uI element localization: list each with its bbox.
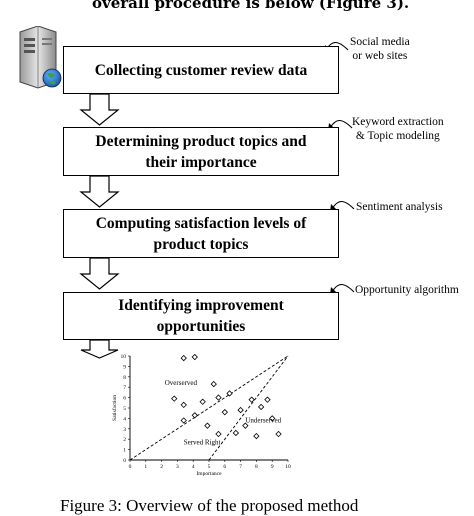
data-point [180, 354, 187, 362]
x-tick-label: 9 [271, 464, 274, 470]
y-tick-label: 8 [123, 375, 126, 381]
y-tick-label: 10 [121, 354, 127, 360]
y-axis-label: Satisfaction [111, 395, 118, 421]
x-tick-label: 0 [129, 464, 132, 470]
step-note: Social media or web sites [350, 36, 410, 62]
y-tick-label: 3 [123, 427, 126, 433]
flow-arrow [79, 93, 120, 126]
data-point [215, 394, 222, 401]
y-tick-label: 4 [123, 416, 126, 422]
boundary-line [129, 355, 289, 461]
y-tick-label: 7 [123, 385, 126, 391]
step-box-computing: Computing satisfaction levels of product… [63, 209, 339, 258]
data-point [191, 353, 198, 361]
region-label: Served Right [184, 438, 221, 446]
flow-arrow [79, 175, 120, 208]
data-point [221, 408, 228, 416]
data-point [253, 432, 260, 440]
data-point [248, 396, 255, 403]
step-label: Computing satisfaction levels of product… [95, 214, 307, 253]
step-box-determining: Determining product topics and their imp… [63, 127, 339, 176]
data-point [180, 417, 187, 424]
x-tick-label: 2 [160, 464, 163, 470]
step-note: Keyword extraction & Topic modeling [352, 116, 444, 142]
x-tick-label: 5 [208, 464, 211, 470]
data-point [226, 390, 233, 397]
y-tick-label: 0 [123, 458, 126, 464]
data-point [232, 429, 240, 437]
note-arrow [331, 283, 355, 293]
x-tick-label: 10 [285, 464, 291, 470]
note-arrow [331, 200, 355, 210]
x-tick-label: 7 [239, 464, 242, 470]
step-label: Determining product topics and their imp… [95, 132, 307, 171]
region-label: Underserved [245, 417, 281, 425]
figure-caption: Figure 3: Overview of the proposed metho… [60, 496, 359, 515]
x-tick-label: 8 [255, 464, 258, 470]
data-point [237, 406, 244, 414]
data-point [180, 401, 187, 409]
y-tick-label: 9 [123, 364, 126, 370]
x-tick-label: 3 [176, 464, 179, 470]
data-point [191, 412, 198, 419]
x-tick-label: 6 [223, 464, 226, 470]
x-axis-label: Importance [196, 471, 222, 477]
y-tick-label: 2 [123, 437, 126, 443]
step-note: Opportunity algorithm [355, 284, 459, 296]
step-box-identifying: Identifying improvement opportunities [63, 292, 339, 340]
y-tick-label: 5 [123, 406, 126, 412]
data-point [275, 430, 282, 438]
boundary-line [208, 355, 289, 461]
step-label: Identifying improvement opportunities [118, 297, 284, 335]
data-point [199, 398, 206, 405]
step-note: Sentiment analysis [356, 201, 443, 213]
step-label: Collecting customer review data [94, 61, 308, 79]
data-point [242, 422, 249, 429]
server-icon [12, 25, 68, 92]
data-point [269, 415, 276, 422]
step-box-collecting: Collecting customer review data [63, 46, 339, 94]
flow-arrow [79, 257, 120, 290]
data-point [210, 380, 217, 388]
data-point [215, 430, 222, 438]
top-text: overall procedure is below (Figure 3). [92, 0, 410, 12]
x-tick-label: 4 [192, 464, 195, 470]
y-tick-label: 1 [123, 448, 126, 454]
data-point [264, 396, 271, 403]
data-point [204, 422, 211, 429]
x-tick-label: 1 [144, 464, 147, 470]
data-point [171, 395, 178, 402]
data-point [257, 403, 265, 411]
region-label: Overserved [165, 379, 198, 387]
y-tick-label: 6 [123, 396, 126, 402]
